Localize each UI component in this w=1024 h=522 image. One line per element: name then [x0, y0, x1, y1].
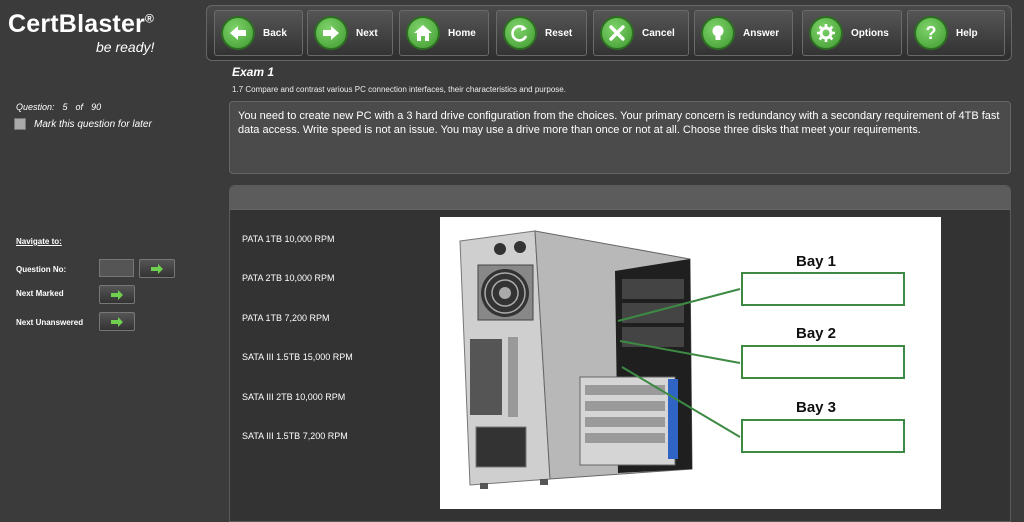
back-arrow-icon	[221, 16, 255, 50]
panel-header	[230, 186, 1010, 210]
svg-text:?: ?	[926, 23, 937, 43]
reset-button[interactable]: Reset	[496, 10, 587, 56]
next-unanswered-button[interactable]	[99, 312, 135, 331]
logo-tagline: be ready!	[96, 39, 155, 55]
right-arrow-icon	[151, 263, 163, 274]
question-text: You need to create new PC with a 3 hard …	[229, 101, 1011, 174]
option-drive[interactable]: PATA 1TB 10,000 RPM	[242, 234, 335, 244]
next-arrow-icon	[314, 16, 348, 50]
help-button[interactable]: ? Help	[907, 10, 1005, 56]
exam-objective: 1.7 Compare and contrast various PC conn…	[232, 85, 566, 94]
bay-1-label: Bay 1	[796, 253, 837, 270]
question-mark-icon: ?	[914, 16, 948, 50]
cancel-x-icon	[600, 16, 634, 50]
help-label: Help	[956, 27, 978, 39]
home-button[interactable]: Home	[399, 10, 489, 56]
next-label: Next	[356, 27, 378, 39]
bay-1-dropzone[interactable]	[741, 272, 905, 306]
back-label: Back	[263, 27, 287, 39]
home-icon	[406, 16, 440, 50]
exam-title: Exam 1	[232, 65, 275, 79]
logo-name: CertBlaster®	[8, 10, 155, 38]
go-question-button[interactable]	[139, 259, 175, 278]
pc-case-illustration	[459, 230, 741, 489]
mark-checkbox[interactable]	[14, 118, 26, 130]
option-drive[interactable]: SATA III 2TB 10,000 RPM	[242, 392, 346, 402]
question-no-label: Question No:	[16, 265, 67, 274]
question-no-input[interactable]	[99, 259, 134, 277]
bay-2-label: Bay 2	[796, 325, 837, 342]
options-label: Options	[851, 27, 889, 39]
next-marked-label: Next Marked	[16, 289, 64, 298]
bay-2-dropzone[interactable]	[741, 345, 905, 379]
option-drive[interactable]: PATA 1TB 7,200 RPM	[242, 313, 330, 323]
next-marked-button[interactable]	[99, 285, 135, 304]
answer-button[interactable]: Answer	[694, 10, 793, 56]
right-arrow-icon	[111, 316, 123, 327]
answer-label: Answer	[743, 27, 780, 39]
cancel-label: Cancel	[642, 27, 675, 39]
mark-label: Mark this question for later	[34, 118, 152, 130]
options-button[interactable]: Options	[802, 10, 902, 56]
navigate-title: Navigate to:	[16, 237, 62, 246]
certblaster-logo: CertBlaster® be ready!	[8, 10, 155, 55]
next-unanswered-label: Next Unanswered	[16, 318, 84, 327]
bay-3-label: Bay 3	[796, 399, 837, 416]
option-drive[interactable]: SATA III 1.5TB 15,000 RPM	[242, 352, 353, 362]
back-button[interactable]: Back	[214, 10, 303, 56]
reset-icon	[503, 16, 537, 50]
option-drive[interactable]: SATA III 1.5TB 7,200 RPM	[242, 431, 348, 441]
home-label: Home	[448, 27, 476, 39]
reset-label: Reset	[545, 27, 573, 39]
gear-icon	[809, 16, 843, 50]
toolbar: Back Next Home Reset Cancel Answer Opt	[206, 5, 1012, 61]
next-button[interactable]: Next	[307, 10, 393, 56]
pc-case-figure: Bay 1 Bay 2 Bay 3	[440, 217, 941, 509]
lightbulb-icon	[701, 16, 735, 50]
mark-for-later[interactable]: Mark this question for later	[14, 118, 152, 130]
bay-3-dropzone[interactable]	[741, 419, 905, 453]
cancel-button[interactable]: Cancel	[593, 10, 689, 56]
right-arrow-icon	[111, 289, 123, 300]
option-drive[interactable]: PATA 2TB 10,000 RPM	[242, 273, 335, 283]
